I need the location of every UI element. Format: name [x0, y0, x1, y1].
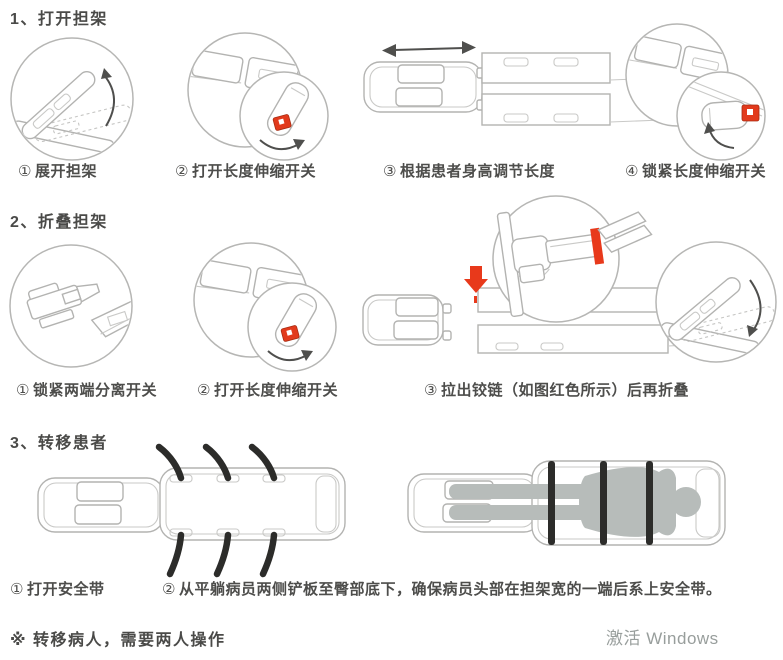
section-3-heading: 3、转移患者 [10, 435, 108, 452]
latch-housing [701, 100, 749, 131]
illustration-lock-separation-switch [9, 244, 133, 368]
stretcher-frame-end [363, 61, 486, 113]
patient-head [671, 487, 701, 517]
step-number: ④ [625, 163, 639, 180]
illustration-open-length-switch-2 [193, 242, 337, 372]
step-number: ② [162, 581, 176, 598]
step-label: 从平躺病员两侧铲板至臀部底下，确保病员头部在担架宽的一端后系上安全带。 [178, 581, 722, 598]
illustration-unfold-stretcher [10, 37, 134, 161]
activate-windows-watermark: 激活 Windows [606, 629, 719, 648]
step-number: ③ [424, 382, 438, 399]
illustration-patient-secured [407, 460, 726, 546]
safety-belts-open [155, 443, 278, 578]
step-number: ② [197, 382, 211, 399]
illustration-lock-length-switch [625, 23, 766, 161]
illustration-fold-stretcher [655, 241, 777, 363]
stretcher-frame-end [362, 294, 452, 346]
illustration-open-safety-belts [37, 443, 346, 578]
section-1-heading: 1、打开担架 [10, 11, 108, 28]
illustration-open-length-switch [187, 32, 329, 161]
step-label: 拉出铰链（如图红色所示）后再折叠 [440, 382, 689, 399]
stretcher-raised-half [668, 277, 741, 341]
curved-up-arrow-icon [103, 74, 115, 127]
stretcher-top-view [37, 467, 346, 541]
curved-cw-arrow-icon [259, 139, 300, 151]
stretcher-blades [481, 52, 663, 126]
step-number: ① [10, 581, 24, 598]
step-number: ① [16, 382, 30, 399]
step-label: 打开安全带 [26, 581, 105, 598]
step-label: 锁紧长度伸缩开关 [641, 163, 766, 180]
latch-female-part [90, 299, 131, 338]
step-label: 展开担架 [34, 163, 97, 180]
illustration-adjust-length [363, 41, 663, 126]
step-number: ② [175, 163, 189, 180]
two-person-note: ※ 转移病人，需要两人操作 [10, 632, 226, 649]
step-number: ③ [383, 163, 397, 180]
hinge-closeup [496, 211, 653, 318]
step-label: 打开长度伸缩开关 [213, 382, 338, 399]
double-arrow-icon [393, 47, 465, 51]
step-number: ① [18, 163, 32, 180]
section-2-heading: 2、折叠担架 [10, 214, 108, 231]
red-down-arrow-icon [464, 266, 488, 303]
safety-belts-fastened [548, 461, 653, 545]
step-label: 打开长度伸缩开关 [191, 163, 316, 180]
step-label: 根据患者身高调节长度 [399, 163, 555, 180]
illustration-pull-hinge [362, 195, 709, 354]
curved-cw-arrow-icon [267, 350, 308, 362]
latch-male-part [26, 282, 101, 329]
red-hinge-band [590, 227, 605, 265]
step-label: 锁紧两端分离开关 [32, 382, 157, 399]
